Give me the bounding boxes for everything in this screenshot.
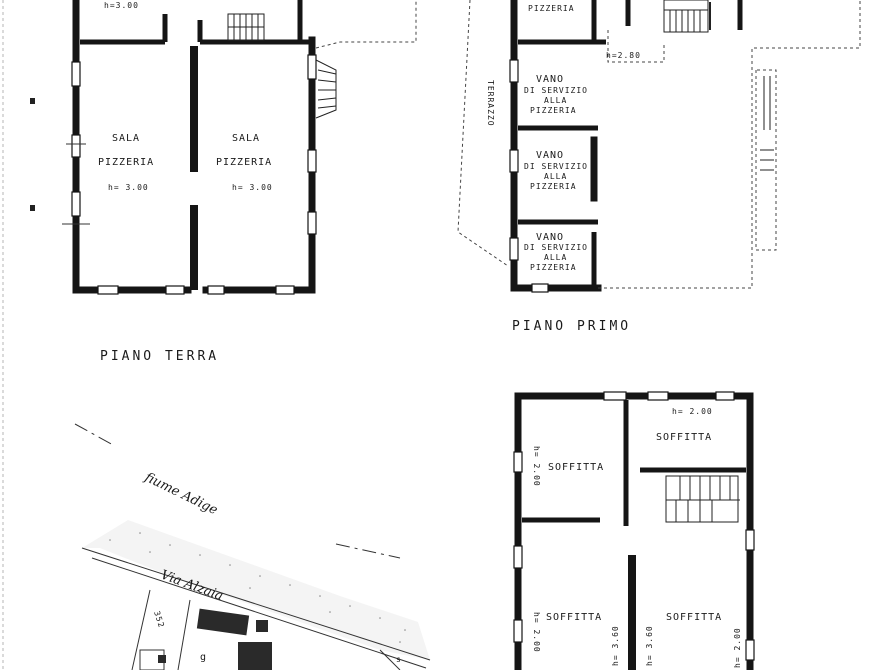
first-height: h=2.80 <box>606 51 641 60</box>
ground-floor-plan: h=3.00 SALA PIZZERIA h= 3.00 SALA PIZZER… <box>62 0 417 364</box>
first-top-label: PIZZERIA <box>528 4 575 13</box>
corner-letter: s <box>396 655 402 664</box>
first-room-3-l4: PIZZERIA <box>530 263 577 272</box>
attic-height-top-left-wall: h= 2.00 <box>532 446 541 487</box>
first-room-1-l3: ALLA <box>544 96 567 105</box>
first-room-1-l1: VANO <box>536 74 564 85</box>
attic-height-bottom-right-wall: h= 2.00 <box>733 627 742 668</box>
first-room-1-l4: PIZZERIA <box>530 106 577 115</box>
first-room-2-l4: PIZZERIA <box>530 182 577 191</box>
attic-plan: SOFFITTA SOFFITTA h= 2.00 SOFFITTA SOFFI… <box>513 391 755 670</box>
ground-room-1-use: PIZZERIA <box>98 157 154 168</box>
ground-top-height: h=3.00 <box>104 1 139 10</box>
parcel-letter: g <box>200 652 207 663</box>
first-room-1-l2: DI SERVIZIO <box>524 86 588 95</box>
first-room-3-l2: DI SERVIZIO <box>524 243 588 252</box>
ground-floor-title: PIANO TERRA <box>100 349 219 364</box>
first-room-2-l3: ALLA <box>544 172 567 181</box>
attic-height-center-right: h= 3.60 <box>645 625 654 666</box>
first-room-3-l1: VANO <box>536 232 564 243</box>
ground-room-2-name: SALA <box>232 133 260 144</box>
first-terrace-label: TERRAZZO <box>486 80 495 127</box>
site-map: fiume Adige Via Alzaia 352 g s <box>74 423 431 670</box>
ground-room-2-height: h= 3.00 <box>232 183 273 192</box>
attic-room-bottom-right: SOFFITTA <box>666 612 722 623</box>
ground-room-1-height: h= 3.00 <box>108 183 149 192</box>
attic-height-center-left: h= 3.60 <box>611 625 620 666</box>
first-room-3-l3: ALLA <box>544 253 567 262</box>
attic-room-top-right: SOFFITTA <box>656 432 712 443</box>
attic-height-bottom-left-wall: h= 2.00 <box>532 612 541 653</box>
ground-room-1-name: SALA <box>112 133 140 144</box>
first-room-2-l2: DI SERVIZIO <box>524 162 588 171</box>
first-floor-plan: PIZZERIA h=2.80 TERRAZZO VANO DI SERVIZI… <box>457 0 861 334</box>
ground-room-2-use: PIZZERIA <box>216 157 272 168</box>
first-room-2-l1: VANO <box>536 150 564 161</box>
first-floor-title: PIANO PRIMO <box>512 319 631 334</box>
attic-room-top-left: SOFFITTA <box>548 462 604 473</box>
parcel-number: 352 <box>152 610 166 629</box>
attic-height-top-right: h= 2.00 <box>672 407 713 416</box>
scan-margin-marks <box>2 0 35 670</box>
river-label: fiume Adige <box>141 470 220 519</box>
attic-room-bottom-left: SOFFITTA <box>546 612 602 623</box>
